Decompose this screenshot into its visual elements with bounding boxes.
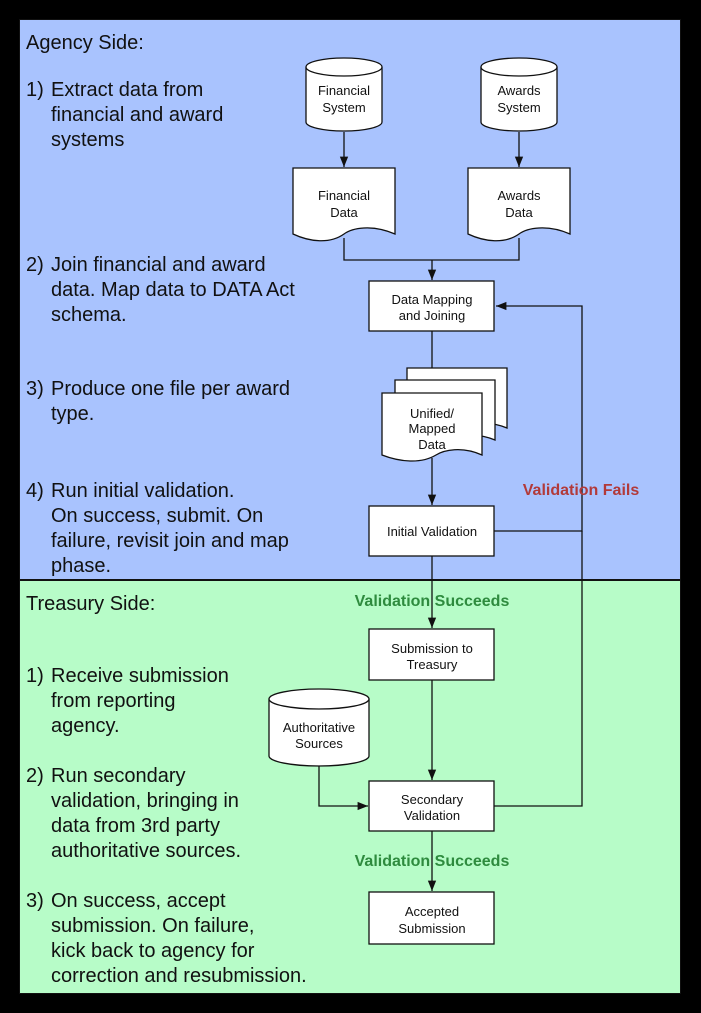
step-line: On success, accept	[51, 890, 226, 912]
financial-data-node: Financial Data	[292, 167, 396, 242]
accepted-submission-node: Accepted Submission	[368, 891, 495, 945]
step-line: correction and resubmission.	[51, 965, 307, 987]
validation-succeeds-label: Validation Succeeds	[355, 593, 510, 610]
step-line: Produce one file per award	[51, 378, 291, 400]
edge-financial-data-to-mapping	[343, 238, 432, 261]
unified-data-node: Unified/ Mapped Data	[381, 367, 508, 462]
awards-system-node: Awards System	[480, 57, 558, 132]
step-line: from reporting	[51, 690, 176, 712]
step-line: Extract data from	[51, 79, 204, 101]
node-label: and Joining	[399, 308, 466, 323]
edge-authoritative-to-secondary	[318, 765, 368, 811]
node-label: Data	[505, 205, 533, 220]
node-label: Unified/	[410, 406, 454, 421]
step-number: 3)	[26, 378, 44, 400]
node-label: System	[322, 100, 365, 115]
validation-succeeds-label: Validation Succeeds	[355, 853, 510, 870]
agency-heading: Agency Side:	[26, 32, 144, 54]
node-label: Mapped	[409, 421, 456, 436]
node-label: Financial	[318, 188, 370, 203]
authoritative-sources-node: Authoritative Sources	[268, 688, 370, 767]
step-line: schema.	[51, 304, 127, 326]
treasury-side-panel	[19, 580, 681, 994]
secondary-validation-node: Secondary Validation	[368, 780, 495, 832]
financial-system-node: Financial System	[305, 57, 383, 132]
node-label: Data	[330, 205, 358, 220]
treasury-heading: Treasury Side:	[26, 593, 156, 615]
step-number: 2)	[26, 254, 44, 276]
step-line: authoritative sources.	[51, 840, 242, 862]
node-label: Authoritative	[283, 720, 355, 735]
node-label: Data	[418, 437, 446, 452]
node-label: Treasury	[407, 657, 458, 672]
node-label: Sources	[295, 736, 343, 751]
step-line: data. Map data to DATA Act	[51, 279, 295, 301]
step-number: 4)	[26, 480, 44, 502]
node-label: Secondary	[401, 792, 464, 807]
step-number: 1)	[26, 79, 44, 101]
step-line: validation, bringing in	[51, 790, 239, 812]
step-line: failure, revisit join and map	[51, 530, 289, 552]
step-line: agency.	[51, 715, 120, 737]
step-line: On success, submit. On	[51, 505, 264, 527]
node-label: Awards	[497, 188, 541, 203]
step-line: data from 3rd party	[51, 815, 220, 837]
node-label: Submission to	[391, 641, 473, 656]
step-line: kick back to agency for	[51, 940, 255, 962]
validation-fails-label: Validation Fails	[523, 482, 640, 499]
step-line: systems	[51, 129, 125, 151]
step-number: 1)	[26, 665, 44, 687]
node-label: Submission	[398, 921, 465, 936]
step-number: 2)	[26, 765, 44, 787]
step-line: phase.	[51, 555, 112, 577]
submission-node: Submission to Treasury	[368, 628, 495, 681]
node-label: Validation	[404, 808, 460, 823]
edge-initial-fail-loop	[494, 301, 583, 532]
node-label: System	[497, 100, 540, 115]
node-label: Financial	[318, 83, 370, 98]
data-mapping-node: Data Mapping and Joining	[368, 280, 495, 332]
step-line: Receive submission	[51, 665, 229, 687]
node-label: Awards	[497, 83, 541, 98]
node-label: Accepted	[405, 904, 459, 919]
node-label: Initial Validation	[387, 524, 477, 539]
node-label: Data Mapping	[392, 292, 473, 307]
edge-secondary-fail-loop	[494, 531, 583, 807]
step-line: Join financial and award	[51, 254, 266, 276]
step-number: 3)	[26, 890, 44, 912]
initial-validation-node: Initial Validation	[368, 505, 495, 557]
edge-awards-data-to-mapping	[432, 238, 520, 261]
step-line: Run initial validation.	[51, 480, 235, 502]
step-line: financial and award	[51, 104, 224, 126]
step-line: Run secondary	[51, 765, 186, 787]
step-line: type.	[51, 403, 95, 425]
awards-data-node: Awards Data	[467, 167, 571, 242]
step-line: submission. On failure,	[51, 915, 255, 937]
